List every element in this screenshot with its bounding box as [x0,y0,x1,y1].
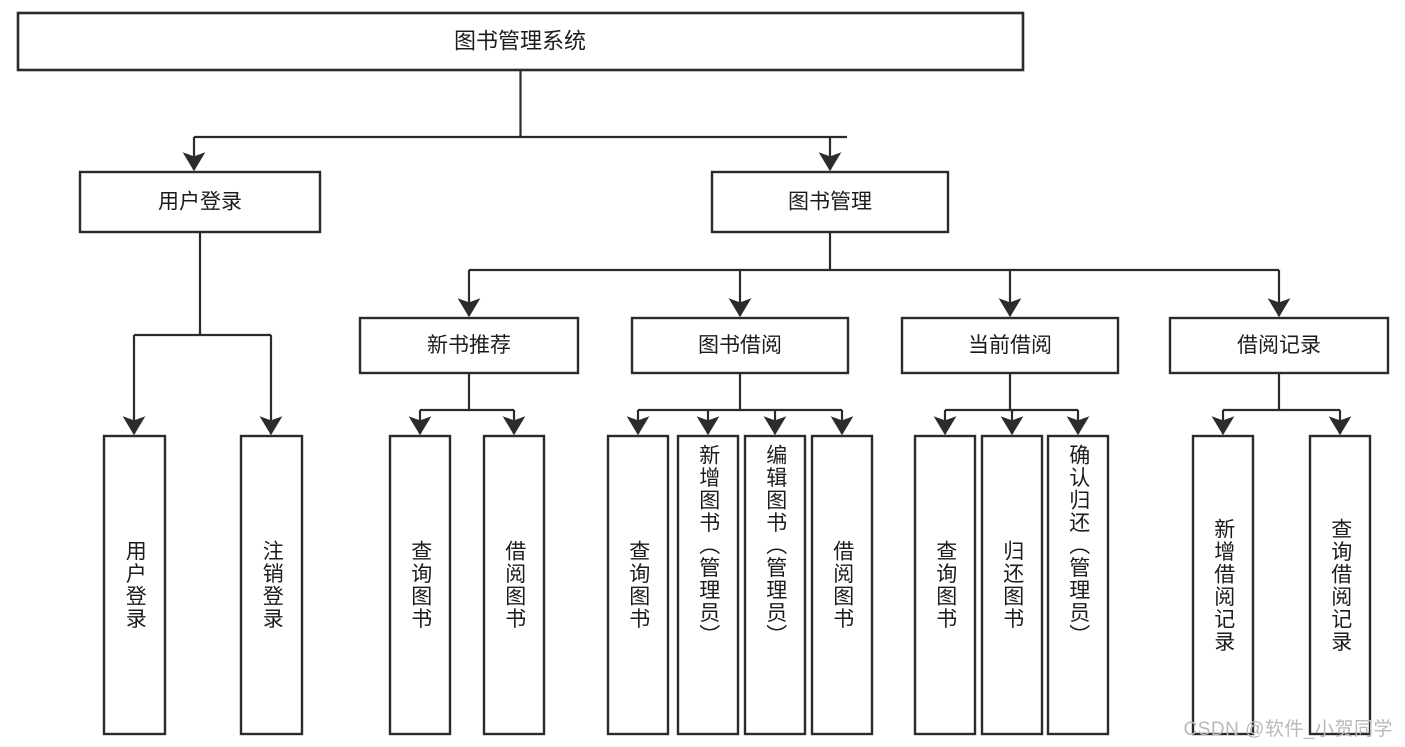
node-root-label: 图书管理系统 [454,28,586,53]
node-book-borrow-box[interactable] [630,316,850,375]
edge-group-user-login [122,232,283,436]
node-book-manage[interactable]: 图书管理 [710,170,950,234]
node-borrow-record[interactable]: 借阅记录 [1168,316,1390,375]
node-new-book-rec-label: 新书推荐 [427,334,511,357]
edge-group-current-borrow [933,373,1090,436]
leaf-box-br-add-record[interactable] [1191,434,1255,736]
leaf-box-cb-confirm-return[interactable] [1046,434,1110,736]
node-user-login-label: 用户登录 [158,191,242,214]
edge-group-borrow-record [1211,373,1352,436]
leaf-box-cb-return-book[interactable] [980,434,1044,736]
node-current-borrow-box[interactable] [900,316,1120,375]
edge-group-book-borrow [626,373,854,436]
leaf-box-br-query-record[interactable] [1308,434,1372,736]
node-book-borrow-label: 图书借阅 [698,334,782,357]
leaf-box-cb-query-book[interactable] [913,434,977,736]
node-current-borrow[interactable]: 当前借阅 [900,316,1120,375]
node-user-login[interactable]: 用户登录 [78,170,322,234]
edge-group-root [182,70,847,172]
watermark: CSDN @软件_小贺同学 [1183,719,1393,740]
leaf-box-bb-edit-book[interactable] [743,434,807,736]
node-book-manage-label: 图书管理 [788,191,872,214]
leaf-box-bb-borrow-book[interactable] [810,434,874,736]
leaf-box-bb-add-book[interactable] [676,434,740,736]
leaf-box-nbr-borrow-book[interactable] [482,434,546,736]
leaf-box-logout[interactable] [239,434,304,736]
node-borrow-record-label: 借阅记录 [1237,334,1321,357]
node-root-box[interactable] [16,11,1025,72]
edge-group-book-manage [457,232,1291,318]
node-book-borrow[interactable]: 图书借阅 [630,316,850,375]
leaf-box-bb-query-book[interactable] [606,434,670,736]
node-new-book-rec-box[interactable] [358,316,580,375]
node-user-login-box[interactable] [78,170,322,234]
node-root[interactable]: 图书管理系统 [16,11,1025,72]
node-book-manage-box[interactable] [710,170,950,234]
node-new-book-rec[interactable]: 新书推荐 [358,316,580,375]
edge-group-new-book-rec [408,373,526,436]
leaf-boxes [102,434,1372,736]
node-current-borrow-label: 当前借阅 [968,334,1052,357]
leaf-box-user-login[interactable] [102,434,167,736]
leaf-box-nbr-query-book[interactable] [388,434,452,736]
node-borrow-record-box[interactable] [1168,316,1390,375]
